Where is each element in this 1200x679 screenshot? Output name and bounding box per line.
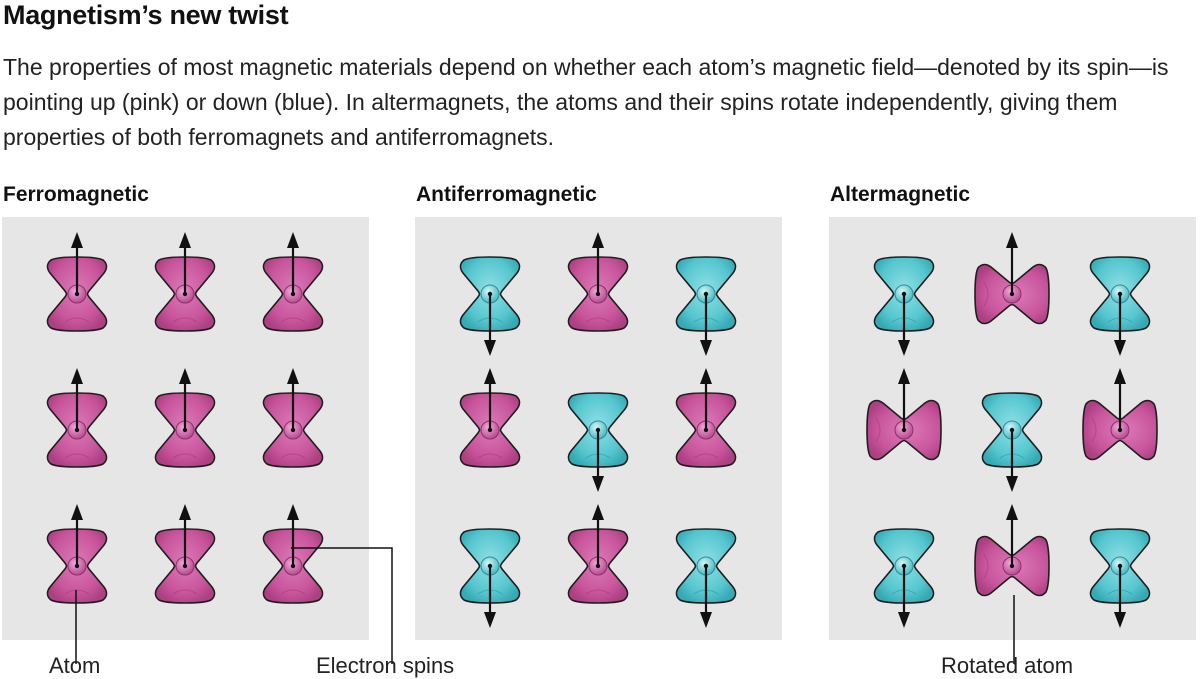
atom-spin-down <box>459 528 521 628</box>
atom-callout-label: Atom <box>49 653 101 678</box>
atom-spin-up <box>459 368 521 468</box>
spin-down-arrow <box>898 294 910 356</box>
atom-spin-up <box>262 232 324 332</box>
atom-spin-up <box>154 368 216 468</box>
spin-up-arrow <box>179 504 191 566</box>
intro-text: The properties of most magnetic material… <box>3 54 1169 150</box>
spin-up-arrow <box>1006 232 1018 294</box>
atom-spin-down <box>675 256 737 356</box>
atom-spin-up <box>154 232 216 332</box>
spin-down-arrow <box>484 294 496 356</box>
atom-spin-up <box>46 368 108 468</box>
atom-spin-up-rotated <box>974 232 1050 325</box>
spin-down-arrow <box>1114 294 1126 356</box>
spin-down-arrow <box>898 566 910 628</box>
spin-up-arrow <box>71 368 83 430</box>
spin-up-arrow <box>592 504 604 566</box>
atom-spin-up <box>567 504 629 604</box>
electron-spins-callout-label: Electron spins <box>316 653 455 678</box>
page-title: Magnetism’s new twist <box>3 0 289 30</box>
atom-spin-down <box>873 256 935 356</box>
atom-spin-down <box>981 392 1043 492</box>
spin-up-arrow <box>71 504 83 566</box>
spin-up-arrow <box>700 368 712 430</box>
atom-spin-up <box>46 504 108 604</box>
atom-spin-up-rotated <box>974 504 1050 597</box>
atom-spin-up-rotated <box>1082 368 1158 461</box>
atom-spin-down <box>1089 256 1151 356</box>
atom-spin-up <box>567 232 629 332</box>
panel-title-altermagnetic: Altermagnetic <box>830 183 971 206</box>
spin-up-arrow <box>287 504 299 566</box>
spin-down-arrow <box>592 430 604 492</box>
spin-leader-line <box>291 547 393 664</box>
atom-spin-up <box>46 232 108 332</box>
rotated-atom-callout-label: Rotated atom <box>941 653 1074 678</box>
atom-spin-down <box>873 528 935 628</box>
spin-up-arrow <box>287 232 299 294</box>
atom-spin-down <box>1089 528 1151 628</box>
panel-title-antiferromagnetic: Antiferromagnetic <box>416 183 597 206</box>
atom-spin-up-rotated <box>866 368 942 461</box>
spin-up-arrow <box>1006 504 1018 566</box>
atom-spin-down <box>675 528 737 628</box>
spin-down-arrow <box>1006 430 1018 492</box>
spin-up-arrow <box>179 368 191 430</box>
atom-spin-up <box>262 504 324 604</box>
atom-spin-down <box>459 256 521 356</box>
atom-spin-down <box>567 392 629 492</box>
spin-down-arrow <box>700 566 712 628</box>
spin-down-arrow <box>484 566 496 628</box>
spin-up-arrow <box>287 368 299 430</box>
spin-up-arrow <box>179 232 191 294</box>
spin-down-arrow <box>1114 566 1126 628</box>
spin-up-arrow <box>484 368 496 430</box>
atom-spin-up <box>262 368 324 468</box>
spin-down-arrow <box>700 294 712 356</box>
spin-up-arrow <box>71 232 83 294</box>
atom-spin-up <box>154 504 216 604</box>
spin-up-arrow <box>592 232 604 294</box>
spin-up-arrow <box>1114 368 1126 430</box>
atom-spin-up <box>675 368 737 468</box>
panel-title-ferromagnetic: Ferromagnetic <box>3 183 149 206</box>
spin-up-arrow <box>898 368 910 430</box>
